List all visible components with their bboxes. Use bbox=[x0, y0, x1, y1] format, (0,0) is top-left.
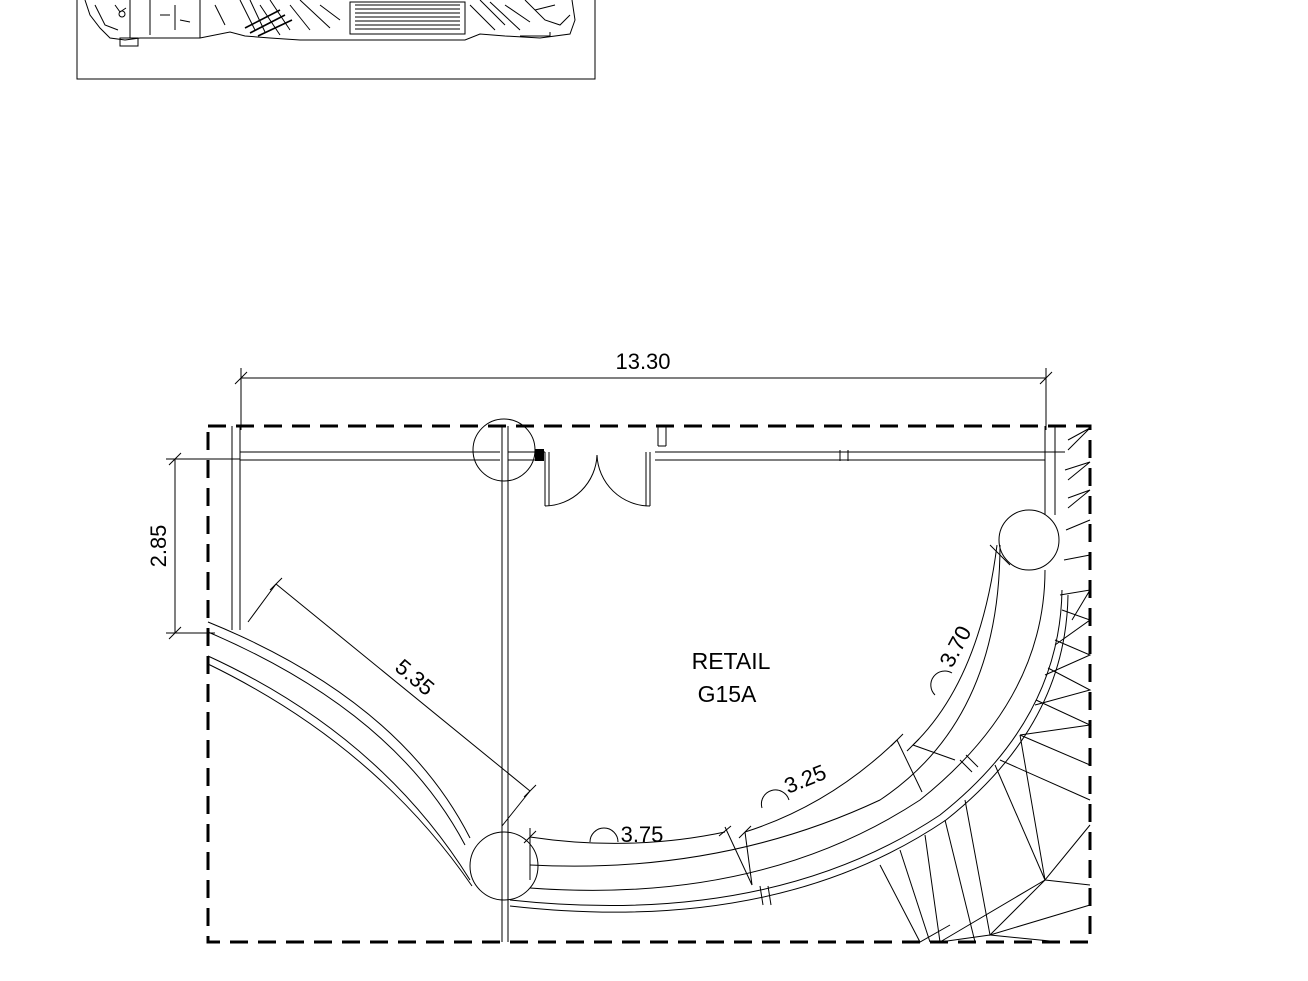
dimension-arc-3: 3.70 bbox=[906, 544, 1011, 761]
curved-shopfront bbox=[207, 544, 1069, 913]
dimension-overall-width: 13.30 bbox=[234, 349, 1053, 430]
room-name: RETAIL bbox=[692, 648, 771, 674]
room-label: RETAIL G15A bbox=[692, 648, 771, 707]
staircase-hatch bbox=[879, 427, 1092, 943]
column-top bbox=[472, 418, 536, 482]
top-wall bbox=[231, 426, 1065, 630]
dimension-left-height: 2.85 bbox=[146, 452, 240, 640]
dimension-label-arc-2: 3.25 bbox=[781, 759, 830, 798]
room-code: G15A bbox=[698, 681, 757, 707]
grid-line-vertical bbox=[501, 426, 509, 942]
dimension-label-left-height: 2.85 bbox=[146, 525, 171, 568]
double-door bbox=[508, 449, 651, 507]
dimension-label-arc-3: 3.70 bbox=[934, 622, 976, 672]
dimension-label-arc-1: 3.75 bbox=[621, 822, 664, 847]
key-plan-thumbnail bbox=[76, 0, 596, 80]
dimension-arc-2: 3.25 bbox=[738, 733, 923, 886]
column-right bbox=[998, 509, 1060, 571]
dimension-label-overall-width: 13.30 bbox=[615, 349, 670, 374]
dimension-label-diagonal: 5.35 bbox=[390, 654, 439, 701]
dimension-diagonal: 5.35 bbox=[247, 577, 537, 827]
tenancy-boundary-dashed bbox=[206, 424, 1092, 944]
dimension-arc-1: 3.75 bbox=[523, 822, 753, 886]
column-bottom bbox=[469, 831, 539, 901]
key-plan-drawing bbox=[84, 0, 576, 47]
